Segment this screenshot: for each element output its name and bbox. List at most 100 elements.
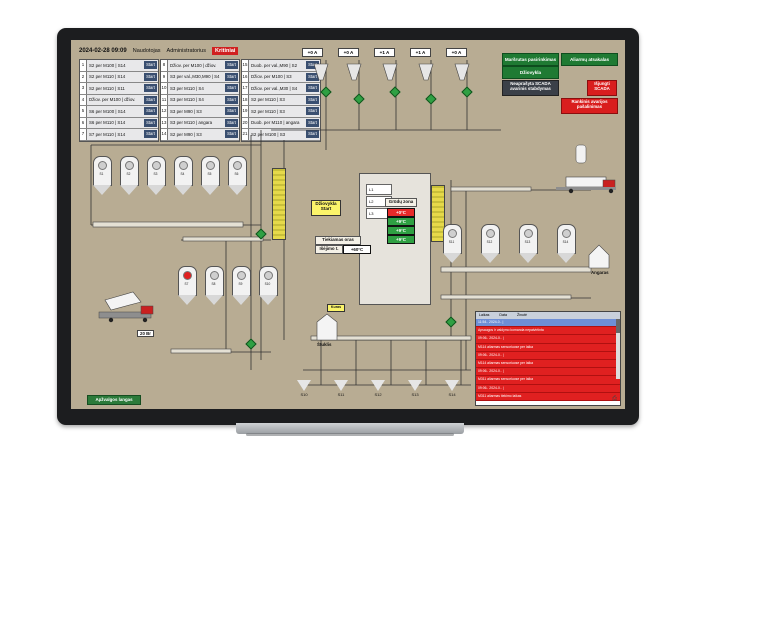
process-piping	[90, 60, 616, 386]
alarm-row[interactable]: 09:06.. 2024-0.. |	[476, 351, 620, 360]
alarm-row[interactable]: 09:06.. 2024-0.. |	[476, 384, 620, 393]
silo-label: S10	[264, 282, 271, 286]
hopper-shape	[445, 380, 459, 391]
route-start-button[interactable]: Start	[144, 72, 157, 81]
silo-s10[interactable]: S10	[259, 262, 278, 306]
alarm-list-panel[interactable]: Laikas Data Žinutė 11:54.. 2024-0.. |Aps…	[475, 311, 621, 406]
manual-fault-line1: Rankinis avarijos	[571, 99, 608, 104]
silo-s4[interactable]: S4	[174, 152, 193, 196]
alarm-row[interactable]: M311 aliarmas sensoriuose per laika	[476, 376, 620, 385]
route-description: Džiov. per M100 | džiov.	[89, 97, 136, 103]
silo-s13[interactable]: S13	[519, 220, 538, 264]
silo-s3[interactable]: S3	[147, 152, 166, 196]
current-readout-2: +0 A	[338, 48, 359, 57]
route-start-button[interactable]: Start	[144, 61, 157, 70]
silo-s1[interactable]: S1	[93, 152, 112, 196]
silo-s5[interactable]: S5	[201, 152, 220, 196]
alarm-row[interactable]: 09:06.. 2024-0.. |	[476, 335, 620, 344]
alarm-row[interactable]: M114 aliarmas sensoriuose per laika	[476, 359, 620, 369]
hopper-shape	[371, 380, 385, 391]
silo-cone	[228, 185, 246, 195]
route-start-button[interactable]: Start	[306, 118, 319, 127]
alarm-scrollbar[interactable]	[616, 319, 620, 379]
silo-label: S14	[562, 240, 569, 244]
dryer-start-label[interactable]: Džiovykla Start	[311, 200, 341, 216]
hopper-shape	[297, 380, 311, 391]
route-select-button[interactable]: Maršrutas pasirinkimas	[502, 53, 559, 66]
monitor-stand	[236, 423, 464, 434]
truck-right	[556, 176, 616, 194]
alarm-row[interactable]: 09:06.. 2024-0.. |	[476, 368, 620, 377]
alarm-scrollbar-thumb[interactable]	[616, 319, 620, 333]
route-start-button[interactable]: Start	[306, 61, 319, 70]
print-icon[interactable]: ⎙	[612, 396, 617, 402]
silo-label: S8	[211, 282, 216, 286]
hopper-s11[interactable]: S11	[334, 380, 348, 397]
silo-s12[interactable]: S12	[481, 220, 500, 264]
dryer-button[interactable]: Džiovykla	[502, 66, 559, 79]
manual-fault-clear-button[interactable]: Rankinis avarijos pašalinimas	[561, 98, 618, 114]
alarm-row[interactable]: M311 aliarmas tiekimo laikas	[476, 392, 620, 401]
route-start-button[interactable]: Start	[225, 107, 238, 116]
route-description: Džiov. per val.,M30 | S4	[251, 85, 298, 91]
route-start-button[interactable]: Start	[306, 95, 319, 104]
overview-window-button[interactable]: Apžvalgos langas	[87, 395, 141, 405]
route-start-button[interactable]: Start	[144, 118, 157, 127]
route-start-button[interactable]: Start	[225, 118, 238, 127]
silo-level-indicator	[125, 161, 134, 170]
scada-emergency-stop-button[interactable]: Neaprašyta SCADA avarinis stabdymas	[502, 80, 559, 96]
route-number: 9	[161, 71, 168, 82]
route-number: 10	[161, 83, 168, 94]
route-description: Duob. per M110 | angara	[251, 120, 300, 126]
hangar-label: Angaras	[591, 270, 609, 275]
route-start-button[interactable]: Start	[225, 61, 238, 70]
route-start-button[interactable]: Start	[306, 84, 319, 93]
alarm-row[interactable]: 11:54.. 2024-0.. |	[476, 319, 620, 328]
route-start-button[interactable]: Start	[144, 130, 157, 139]
hopper-s10[interactable]: S10	[297, 380, 311, 397]
route-start-button[interactable]: Start	[306, 130, 319, 139]
alarm-ack-button[interactable]: Aliarmų atsakalas	[561, 53, 618, 66]
route-start-button[interactable]: Start	[225, 130, 238, 139]
route-start-button[interactable]: Start	[144, 95, 157, 104]
critical-alarm-badge[interactable]: Kritiniai	[211, 46, 239, 55]
hopper-s14[interactable]: S14	[445, 380, 459, 397]
route-start-button[interactable]: Start	[306, 107, 319, 116]
scada-shutdown-button[interactable]: Išjungti SCADA	[587, 80, 617, 96]
route-number: 2	[80, 71, 87, 82]
silo-cone	[120, 185, 138, 195]
route-number: 15	[242, 60, 249, 71]
silo-cone	[481, 253, 499, 263]
fuel-label: Kuras	[327, 304, 345, 312]
silo-s6[interactable]: S6	[228, 152, 247, 196]
alarm-row[interactable]: M114 aliarmas sensoriuose per laika	[476, 343, 620, 352]
hopper-s12[interactable]: S12	[371, 380, 385, 397]
scada-emergency-line2: avarinis stabdymas	[510, 86, 551, 91]
alarm-row[interactable]: Apsaugos ir valdymo komanda nepatvirtint…	[476, 327, 620, 336]
silo-s14[interactable]: S14	[557, 220, 576, 264]
scada-shutdown-line1: Išjungti	[594, 81, 610, 86]
route-start-button[interactable]: Start	[225, 84, 238, 93]
route-start-button[interactable]: Start	[144, 84, 157, 93]
silo-level-indicator	[98, 161, 107, 170]
silo-s7[interactable]: S7	[178, 262, 197, 306]
silo-s2[interactable]: S2	[120, 152, 139, 196]
route-description: Džiov. per M100 | S3	[251, 74, 292, 80]
route-start-button[interactable]: Start	[144, 107, 157, 116]
route-start-button[interactable]: Start	[225, 72, 238, 81]
dryer-temp-1: +0°C	[387, 208, 415, 217]
dryer-section-1: L1	[366, 184, 392, 195]
hopper-s13[interactable]: S13	[408, 380, 422, 397]
silo-s9[interactable]: S9	[232, 262, 251, 306]
hopper-shape	[408, 380, 422, 391]
route-start-button[interactable]: Start	[225, 95, 238, 104]
silo-s8[interactable]: S8	[205, 262, 224, 306]
silo-s11[interactable]: S11	[443, 220, 462, 264]
route-start-button[interactable]: Start	[306, 72, 319, 81]
